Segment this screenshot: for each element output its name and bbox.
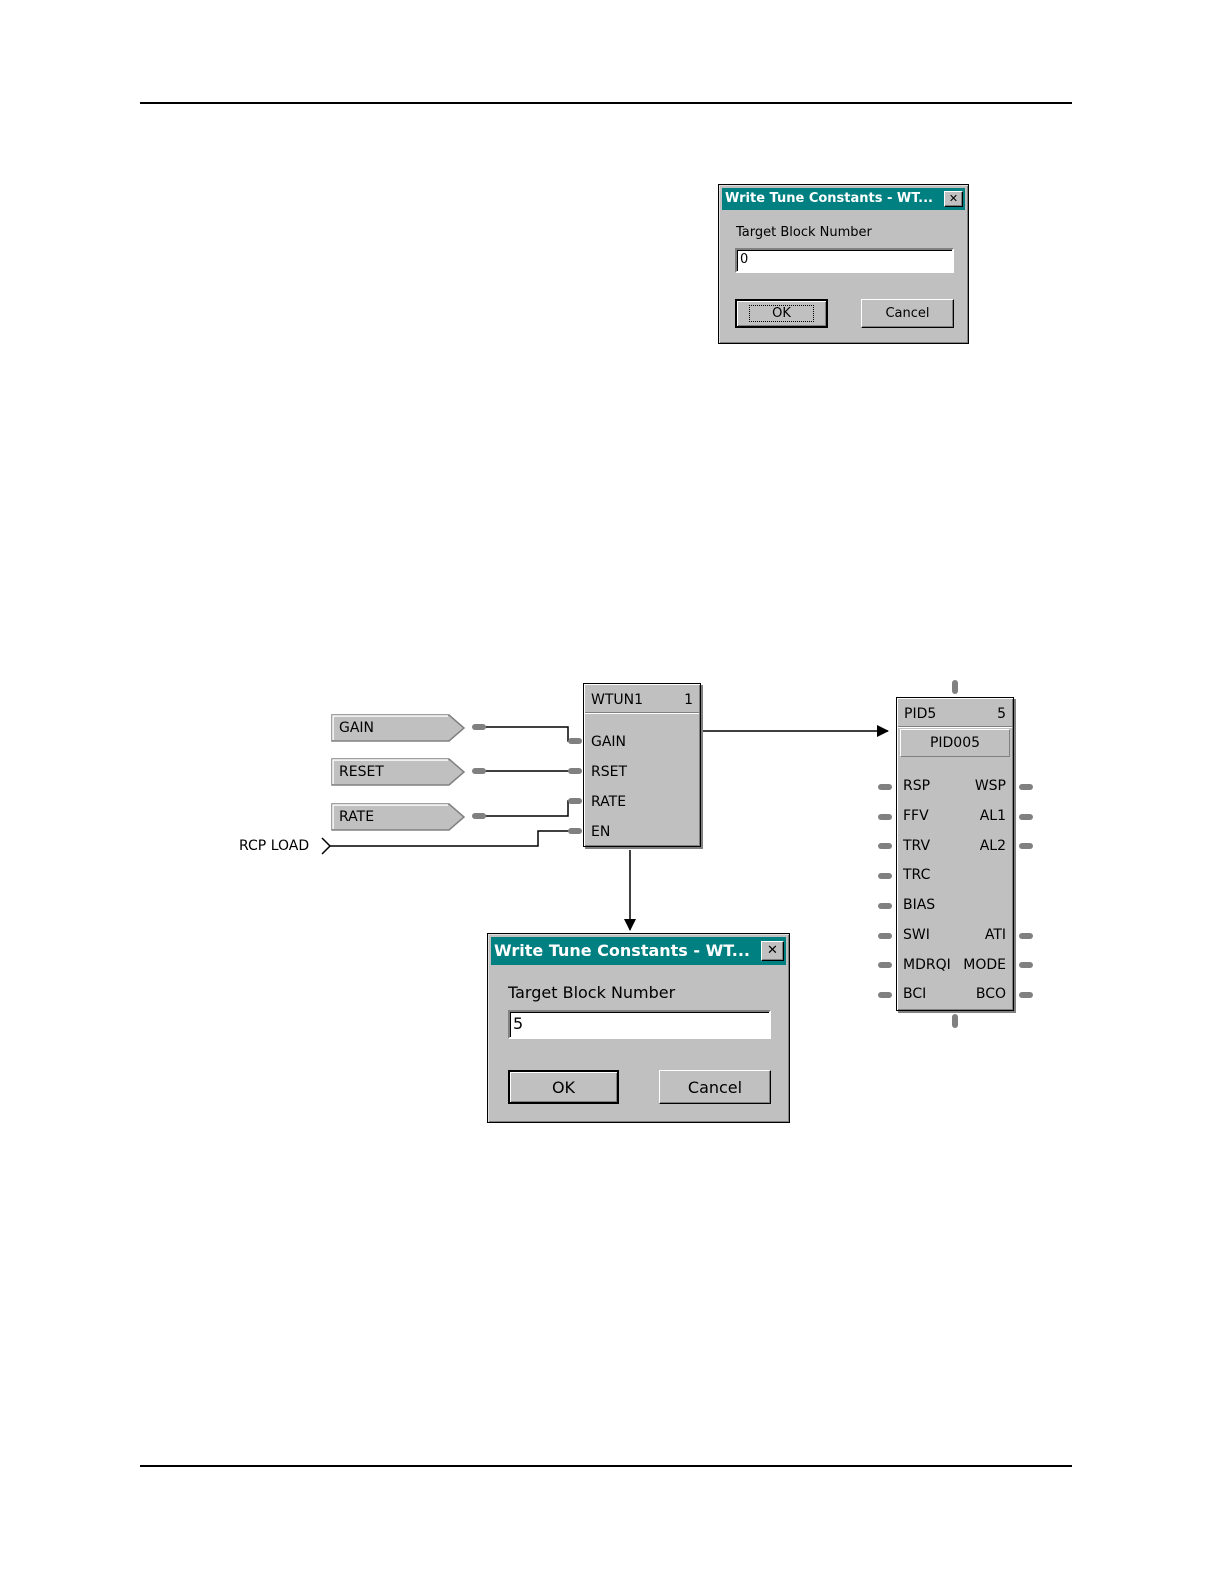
pid-input-pin[interactable]: [878, 843, 892, 849]
pid-right-pin-label: BCO: [976, 986, 1006, 1002]
pid-left-pin-label: RSP: [903, 778, 930, 794]
pid-input-pin[interactable]: [878, 873, 892, 879]
wtun-input-pin[interactable]: [568, 798, 582, 804]
input-tag-label: RESET: [339, 764, 384, 780]
pid-input-pin[interactable]: [878, 784, 892, 790]
input-tag-rate[interactable]: RATE: [331, 803, 467, 831]
rcp-load-chevron: [322, 838, 330, 854]
wtun-input-pin[interactable]: [568, 828, 582, 834]
pid-block-header: PID5 5: [898, 698, 1012, 727]
ok-button-label: OK: [552, 1078, 575, 1097]
wtun-pin-label: EN: [591, 824, 610, 840]
pid-top-pin[interactable]: [952, 680, 958, 694]
tag-output-pin[interactable]: [472, 768, 486, 774]
pid-block-tag: PID005: [900, 729, 1010, 757]
external-input-label: RCP LOAD: [239, 838, 309, 854]
pid-right-pin-label: AL2: [980, 838, 1006, 854]
pid-output-pin[interactable]: [1019, 784, 1033, 790]
input-tag-label: RATE: [339, 809, 374, 825]
wtun-pin-label: RATE: [591, 794, 626, 810]
pid-input-pin[interactable]: [878, 814, 892, 820]
tag-output-pin[interactable]: [472, 813, 486, 819]
pid-output-pin[interactable]: [1019, 843, 1033, 849]
input-tag-label: GAIN: [339, 720, 374, 736]
pid-bottom-pin[interactable]: [952, 1014, 958, 1028]
wire-rate: [484, 801, 576, 816]
pid-left-pin-label: MDRQI: [903, 957, 951, 973]
close-icon: ✕: [767, 937, 778, 965]
pid-left-pin-label: BCI: [903, 986, 926, 1002]
pid-input-pin[interactable]: [878, 933, 892, 939]
input-tag-gain[interactable]: GAIN: [331, 714, 467, 742]
wtun-block-header: WTUN1 1: [585, 684, 699, 713]
wtun-input-pin[interactable]: [568, 768, 582, 774]
tag-output-pin[interactable]: [472, 724, 486, 730]
wire-gain: [484, 727, 576, 741]
pid-output-pin[interactable]: [1019, 962, 1033, 968]
pid-right-pin-label: ATI: [985, 927, 1006, 943]
pid-output-pin[interactable]: [1019, 992, 1033, 998]
write-tune-dialog-bottom: Write Tune Constants - WT... ✕ Target Bl…: [487, 933, 790, 1123]
cancel-button-label: Cancel: [688, 1078, 742, 1097]
pid-right-pin-label: AL1: [980, 808, 1006, 824]
close-button[interactable]: ✕: [761, 941, 784, 961]
ok-button[interactable]: OK: [508, 1070, 619, 1104]
pid-block-name: PID5: [904, 706, 936, 722]
pid-block[interactable]: PID5 5 PID005 RSP FFV TRV TRC BIAS SWI M…: [896, 697, 1014, 1011]
pid-input-pin[interactable]: [878, 992, 892, 998]
pid-right-pin-label: WSP: [975, 778, 1006, 794]
wtun-pin-label: RSET: [591, 764, 627, 780]
cancel-button[interactable]: Cancel: [659, 1070, 771, 1104]
pid-input-pin[interactable]: [878, 903, 892, 909]
wtun-block-name: WTUN1: [591, 692, 643, 708]
pid-left-pin-label: FFV: [903, 808, 929, 824]
wtun-block-number: 1: [684, 692, 693, 708]
pid-left-pin-label: SWI: [903, 927, 930, 943]
wire-rcp-load: [330, 831, 576, 846]
pid-left-pin-label: BIAS: [903, 897, 935, 913]
input-tag-reset[interactable]: RESET: [331, 758, 467, 786]
pid-left-pin-label: TRC: [903, 867, 930, 883]
wtun-pin-label: GAIN: [591, 734, 626, 750]
dialog-title: Write Tune Constants - WT...: [494, 937, 750, 965]
pid-left-pin-label: TRV: [903, 838, 930, 854]
wtun-input-pin[interactable]: [568, 738, 582, 744]
target-block-label: Target Block Number: [508, 983, 675, 1002]
pid-output-pin[interactable]: [1019, 814, 1033, 820]
pid-block-number: 5: [997, 706, 1006, 722]
dialog-titlebar[interactable]: Write Tune Constants - WT... ✕: [491, 937, 786, 965]
wtun-block[interactable]: WTUN1 1 GAIN RSET RATE EN: [583, 683, 701, 847]
pid-output-pin[interactable]: [1019, 933, 1033, 939]
target-block-input[interactable]: 5: [508, 1010, 771, 1039]
pid-right-pin-label: MODE: [963, 957, 1006, 973]
pid-input-pin[interactable]: [878, 962, 892, 968]
